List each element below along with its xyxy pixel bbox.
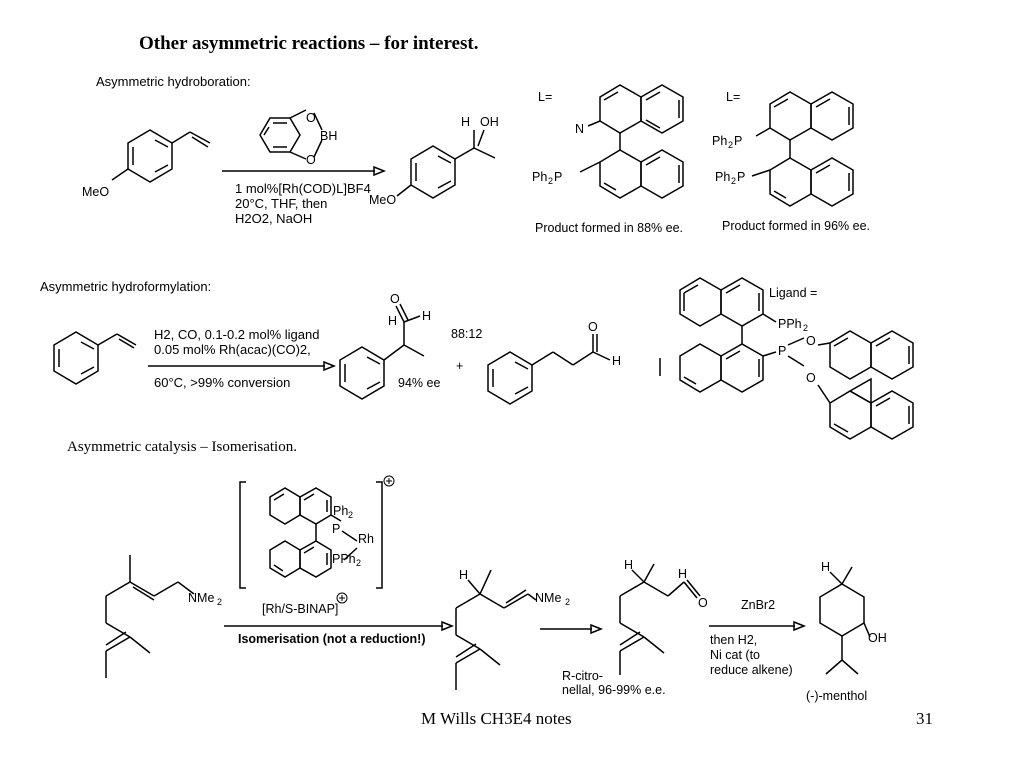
hf-ee: 94% ee bbox=[398, 376, 441, 390]
catecholborane-structure: O O BH bbox=[259, 109, 337, 167]
citronellal-line2: nellal, 96-99% e.e. bbox=[562, 683, 666, 697]
svg-text:OH: OH bbox=[868, 631, 887, 645]
svg-text:P: P bbox=[734, 134, 742, 148]
step3-conditions: then H2, Ni cat (to reduce alkene) bbox=[710, 633, 793, 678]
svg-text:O: O bbox=[806, 334, 816, 348]
svg-text:MeO: MeO bbox=[369, 193, 396, 207]
hf-ligand-label: Ligand = bbox=[769, 286, 818, 300]
svg-text:2: 2 bbox=[217, 597, 222, 607]
enamine-product: H NMe 2 bbox=[455, 568, 570, 690]
step3-line2: Ni cat (to bbox=[710, 648, 761, 662]
svg-text:H: H bbox=[678, 567, 687, 581]
svg-text:PPh: PPh bbox=[778, 317, 802, 331]
svg-text:PPh: PPh bbox=[332, 552, 356, 566]
page-number: 31 bbox=[916, 709, 933, 728]
ligand-label-1: L= bbox=[538, 90, 553, 104]
svg-text:2: 2 bbox=[803, 323, 808, 333]
regio-ratio: 88:12 bbox=[451, 327, 483, 341]
ligand-label-2: L= bbox=[726, 90, 741, 104]
hf-cond-line3: 60°C, >99% conversion bbox=[154, 375, 291, 390]
styrene-structure bbox=[53, 331, 137, 385]
branched-aldehyde: O H H bbox=[339, 292, 431, 400]
svg-text:NMe: NMe bbox=[535, 591, 561, 605]
menthol-label: (-)-menthol bbox=[806, 689, 868, 703]
svg-text:O: O bbox=[588, 320, 598, 334]
step3-line3: reduce alkene) bbox=[710, 663, 793, 677]
svg-text:BH: BH bbox=[320, 129, 337, 143]
svg-text:Rh: Rh bbox=[358, 532, 374, 546]
svg-text:P: P bbox=[332, 522, 340, 536]
isomerisation-heading: Asymmetric catalysis – Isomerisation. bbox=[67, 439, 297, 455]
svg-text:H: H bbox=[821, 560, 830, 574]
svg-text:Ph: Ph bbox=[333, 504, 348, 518]
plus-sign: + bbox=[456, 359, 464, 373]
svg-text:H: H bbox=[388, 314, 397, 328]
citronellal-line1: R-citro- bbox=[562, 669, 603, 683]
svg-text:O: O bbox=[698, 596, 708, 610]
svg-text:Ph: Ph bbox=[532, 170, 547, 184]
svg-text:P: P bbox=[778, 344, 786, 358]
step3-line1: then H2, bbox=[710, 633, 758, 647]
svg-text:O: O bbox=[806, 371, 816, 385]
svg-text:2: 2 bbox=[348, 510, 353, 520]
svg-text:O: O bbox=[390, 292, 400, 306]
svg-text:H: H bbox=[459, 568, 468, 582]
result-88-ee: Product formed in 88% ee. bbox=[535, 221, 683, 235]
svg-text:O: O bbox=[306, 153, 316, 167]
svg-text:H: H bbox=[612, 354, 621, 368]
svg-text:OH: OH bbox=[480, 115, 499, 129]
hf-cond-line2: 0.05 mol% Rh(acac)(CO)2, bbox=[154, 342, 311, 357]
svg-text:H: H bbox=[624, 558, 633, 572]
citronellal-label: R-citro- nellal, 96-99% e.e. bbox=[562, 669, 666, 697]
hb-cond-line1: 1 mol%[Rh(COD)L]BF4 bbox=[235, 181, 371, 196]
hb-cond-line3: H2O2, NaOH bbox=[235, 211, 313, 226]
svg-text:2: 2 bbox=[565, 597, 570, 607]
svg-text:P: P bbox=[737, 170, 745, 184]
svg-text:2: 2 bbox=[356, 558, 361, 568]
svg-text:NMe: NMe bbox=[188, 591, 214, 605]
isomerisation-arrow-label: Isomerisation (not a reduction!) bbox=[238, 632, 426, 646]
hydroboration-product: H OH MeO bbox=[369, 115, 499, 207]
hf-cond-line1: H2, CO, 0.1-0.2 mol% ligand bbox=[154, 327, 320, 342]
svg-text:O: O bbox=[306, 111, 316, 125]
methoxystyrene-structure: MeO bbox=[82, 129, 211, 199]
svg-text:2: 2 bbox=[548, 176, 553, 186]
svg-text:P: P bbox=[554, 170, 562, 184]
hydroboration-conditions: 1 mol%[Rh(COD)L]BF4 20°C, THF, then H2O2… bbox=[235, 181, 371, 226]
hydroformylation-conditions-top: H2, CO, 0.1-0.2 mol% ligand 0.05 mol% Rh… bbox=[154, 327, 319, 357]
svg-text:Ph: Ph bbox=[715, 170, 730, 184]
svg-text:MeO: MeO bbox=[82, 185, 109, 199]
footer-notes: M Wills CH3E4 notes bbox=[421, 709, 572, 728]
svg-text:N: N bbox=[575, 122, 584, 136]
svg-text:H: H bbox=[461, 115, 470, 129]
svg-text:H: H bbox=[422, 309, 431, 323]
menthol-structure: H OH bbox=[819, 560, 887, 675]
slide-title: Other asymmetric reactions – for interes… bbox=[139, 33, 479, 54]
svg-text:2: 2 bbox=[728, 140, 733, 150]
catalyst-label: [Rh/S-BINAP] bbox=[262, 602, 339, 616]
znbr2-label: ZnBr2 bbox=[741, 598, 776, 612]
result-96-ee: Product formed in 96% ee. bbox=[722, 219, 870, 233]
hb-cond-line2: 20°C, THF, then bbox=[235, 196, 328, 211]
svg-text:Ph: Ph bbox=[712, 134, 727, 148]
svg-text:2: 2 bbox=[731, 176, 736, 186]
linear-aldehyde: O H bbox=[487, 320, 621, 405]
citronellal-structure: H O H bbox=[619, 558, 708, 675]
hydroboration-heading: Asymmetric hydroboration: bbox=[96, 74, 251, 89]
hydroformylation-heading: Asymmetric hydroformylation: bbox=[40, 279, 212, 294]
